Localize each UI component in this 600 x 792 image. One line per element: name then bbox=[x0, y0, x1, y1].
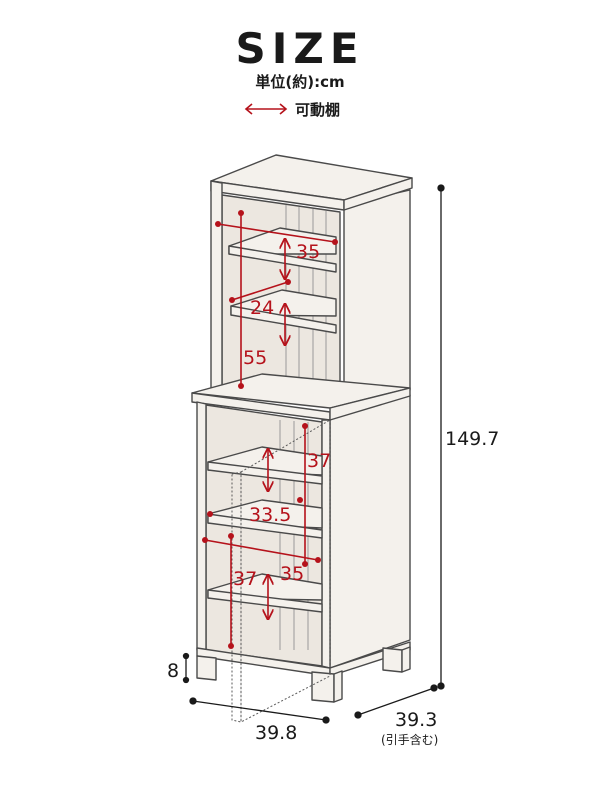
upper-inner-height-label: 55 bbox=[243, 347, 267, 369]
depth-note: (引手含む) bbox=[381, 732, 438, 747]
lower-inner-width-label: 35 bbox=[280, 563, 304, 585]
width-label: 39.8 bbox=[255, 722, 297, 744]
upper-shelf-pitch-label: 24 bbox=[250, 297, 274, 319]
unit-label: 単位(約):cm bbox=[255, 73, 345, 91]
total-height-label: 149.7 bbox=[445, 428, 499, 450]
lower-left-side bbox=[196, 401, 207, 651]
legend: 可動棚 bbox=[243, 99, 340, 119]
leg-height-label: 8 bbox=[167, 660, 179, 682]
lower-inner-depth-label: 37 bbox=[307, 450, 331, 472]
upper-top-side bbox=[343, 177, 413, 211]
leg-front-right bbox=[311, 671, 335, 703]
page-title: SIZE bbox=[235, 24, 365, 73]
door-outline bbox=[231, 419, 331, 723]
leg-front-left bbox=[196, 655, 217, 681]
lower-side-panel bbox=[329, 394, 411, 669]
lower-shelf-width-label: 33.5 bbox=[249, 504, 291, 526]
depth-label: 39.3 bbox=[395, 709, 437, 731]
upper-inner-width-label: 35 bbox=[296, 241, 320, 263]
lower-inner-height-label: 37 bbox=[233, 568, 257, 590]
double-arrow-icon bbox=[244, 103, 288, 115]
upper-side-panel bbox=[343, 189, 411, 409]
upper-left-side bbox=[210, 180, 223, 391]
leg-back-right bbox=[382, 647, 403, 673]
legend-label: 可動棚 bbox=[295, 100, 341, 119]
